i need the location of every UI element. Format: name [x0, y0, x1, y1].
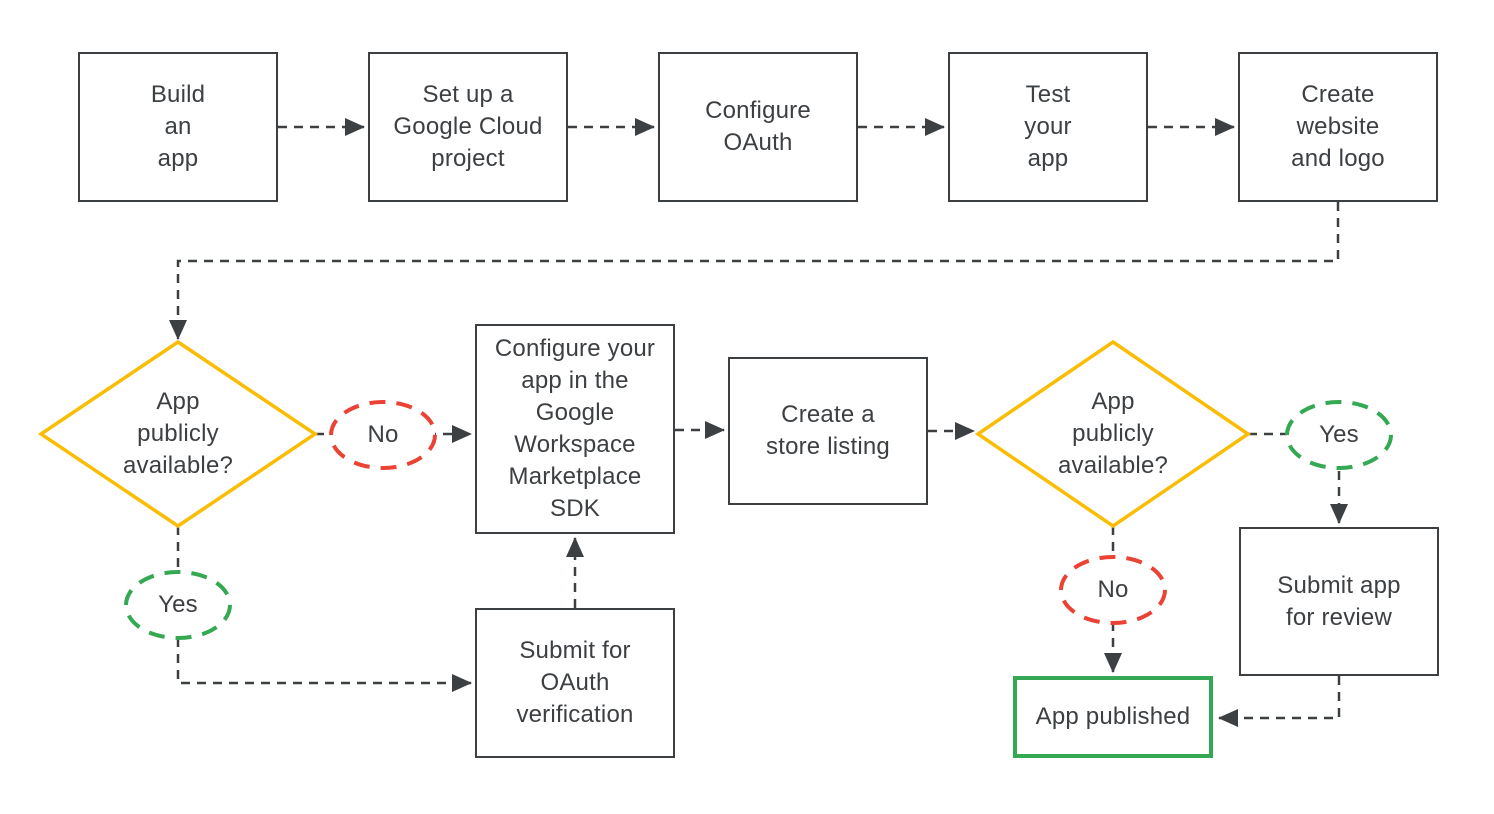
node-gcp-project: Set up a Google Cloud project [368, 52, 568, 202]
decision1-diamond [37, 339, 319, 529]
connector-website-to-decision1 [169, 202, 1340, 340]
node-test-app-label: Test your app [1024, 81, 1072, 172]
node-submit-review: Submit app for review [1239, 527, 1439, 676]
node-store-listing-label: Create a store listing [766, 401, 890, 460]
decision2-diamond [974, 339, 1252, 529]
node-submit-oauth: Submit for OAuth verification [475, 608, 675, 758]
yes1-ellipse [124, 570, 232, 640]
node-gcp-project-label: Set up a Google Cloud project [393, 81, 543, 172]
no1-ellipse [329, 400, 437, 470]
node-website-logo-label: Create website and logo [1291, 81, 1385, 172]
node-submit-oauth-label: Submit for OAuth verification [516, 637, 634, 728]
connector-decision2-yes-to-submit-review [1248, 432, 1348, 524]
connector-submit-review-to-published [1218, 676, 1341, 727]
node-build-app: Build an app [78, 52, 278, 202]
node-sdk-config-label: Configure your app in the Google Workspa… [494, 335, 656, 522]
node-store-listing: Create a store listing [728, 357, 928, 505]
node-sdk-config: Configure your app in the Google Workspa… [475, 324, 675, 534]
node-app-published-label: App published [1035, 703, 1191, 730]
yes2-ellipse [1285, 400, 1393, 470]
node-submit-review-label: Submit app for review [1277, 571, 1401, 631]
node-test-app: Test your app [948, 52, 1148, 202]
node-website-logo: Create website and logo [1238, 52, 1438, 202]
node-app-published: App published [1013, 676, 1213, 758]
no2-ellipse [1059, 555, 1167, 625]
node-build-app-label: Build an app [150, 81, 206, 172]
node-configure-oauth-label: Configure OAuth [705, 97, 811, 156]
node-configure-oauth: Configure OAuth [658, 52, 858, 202]
